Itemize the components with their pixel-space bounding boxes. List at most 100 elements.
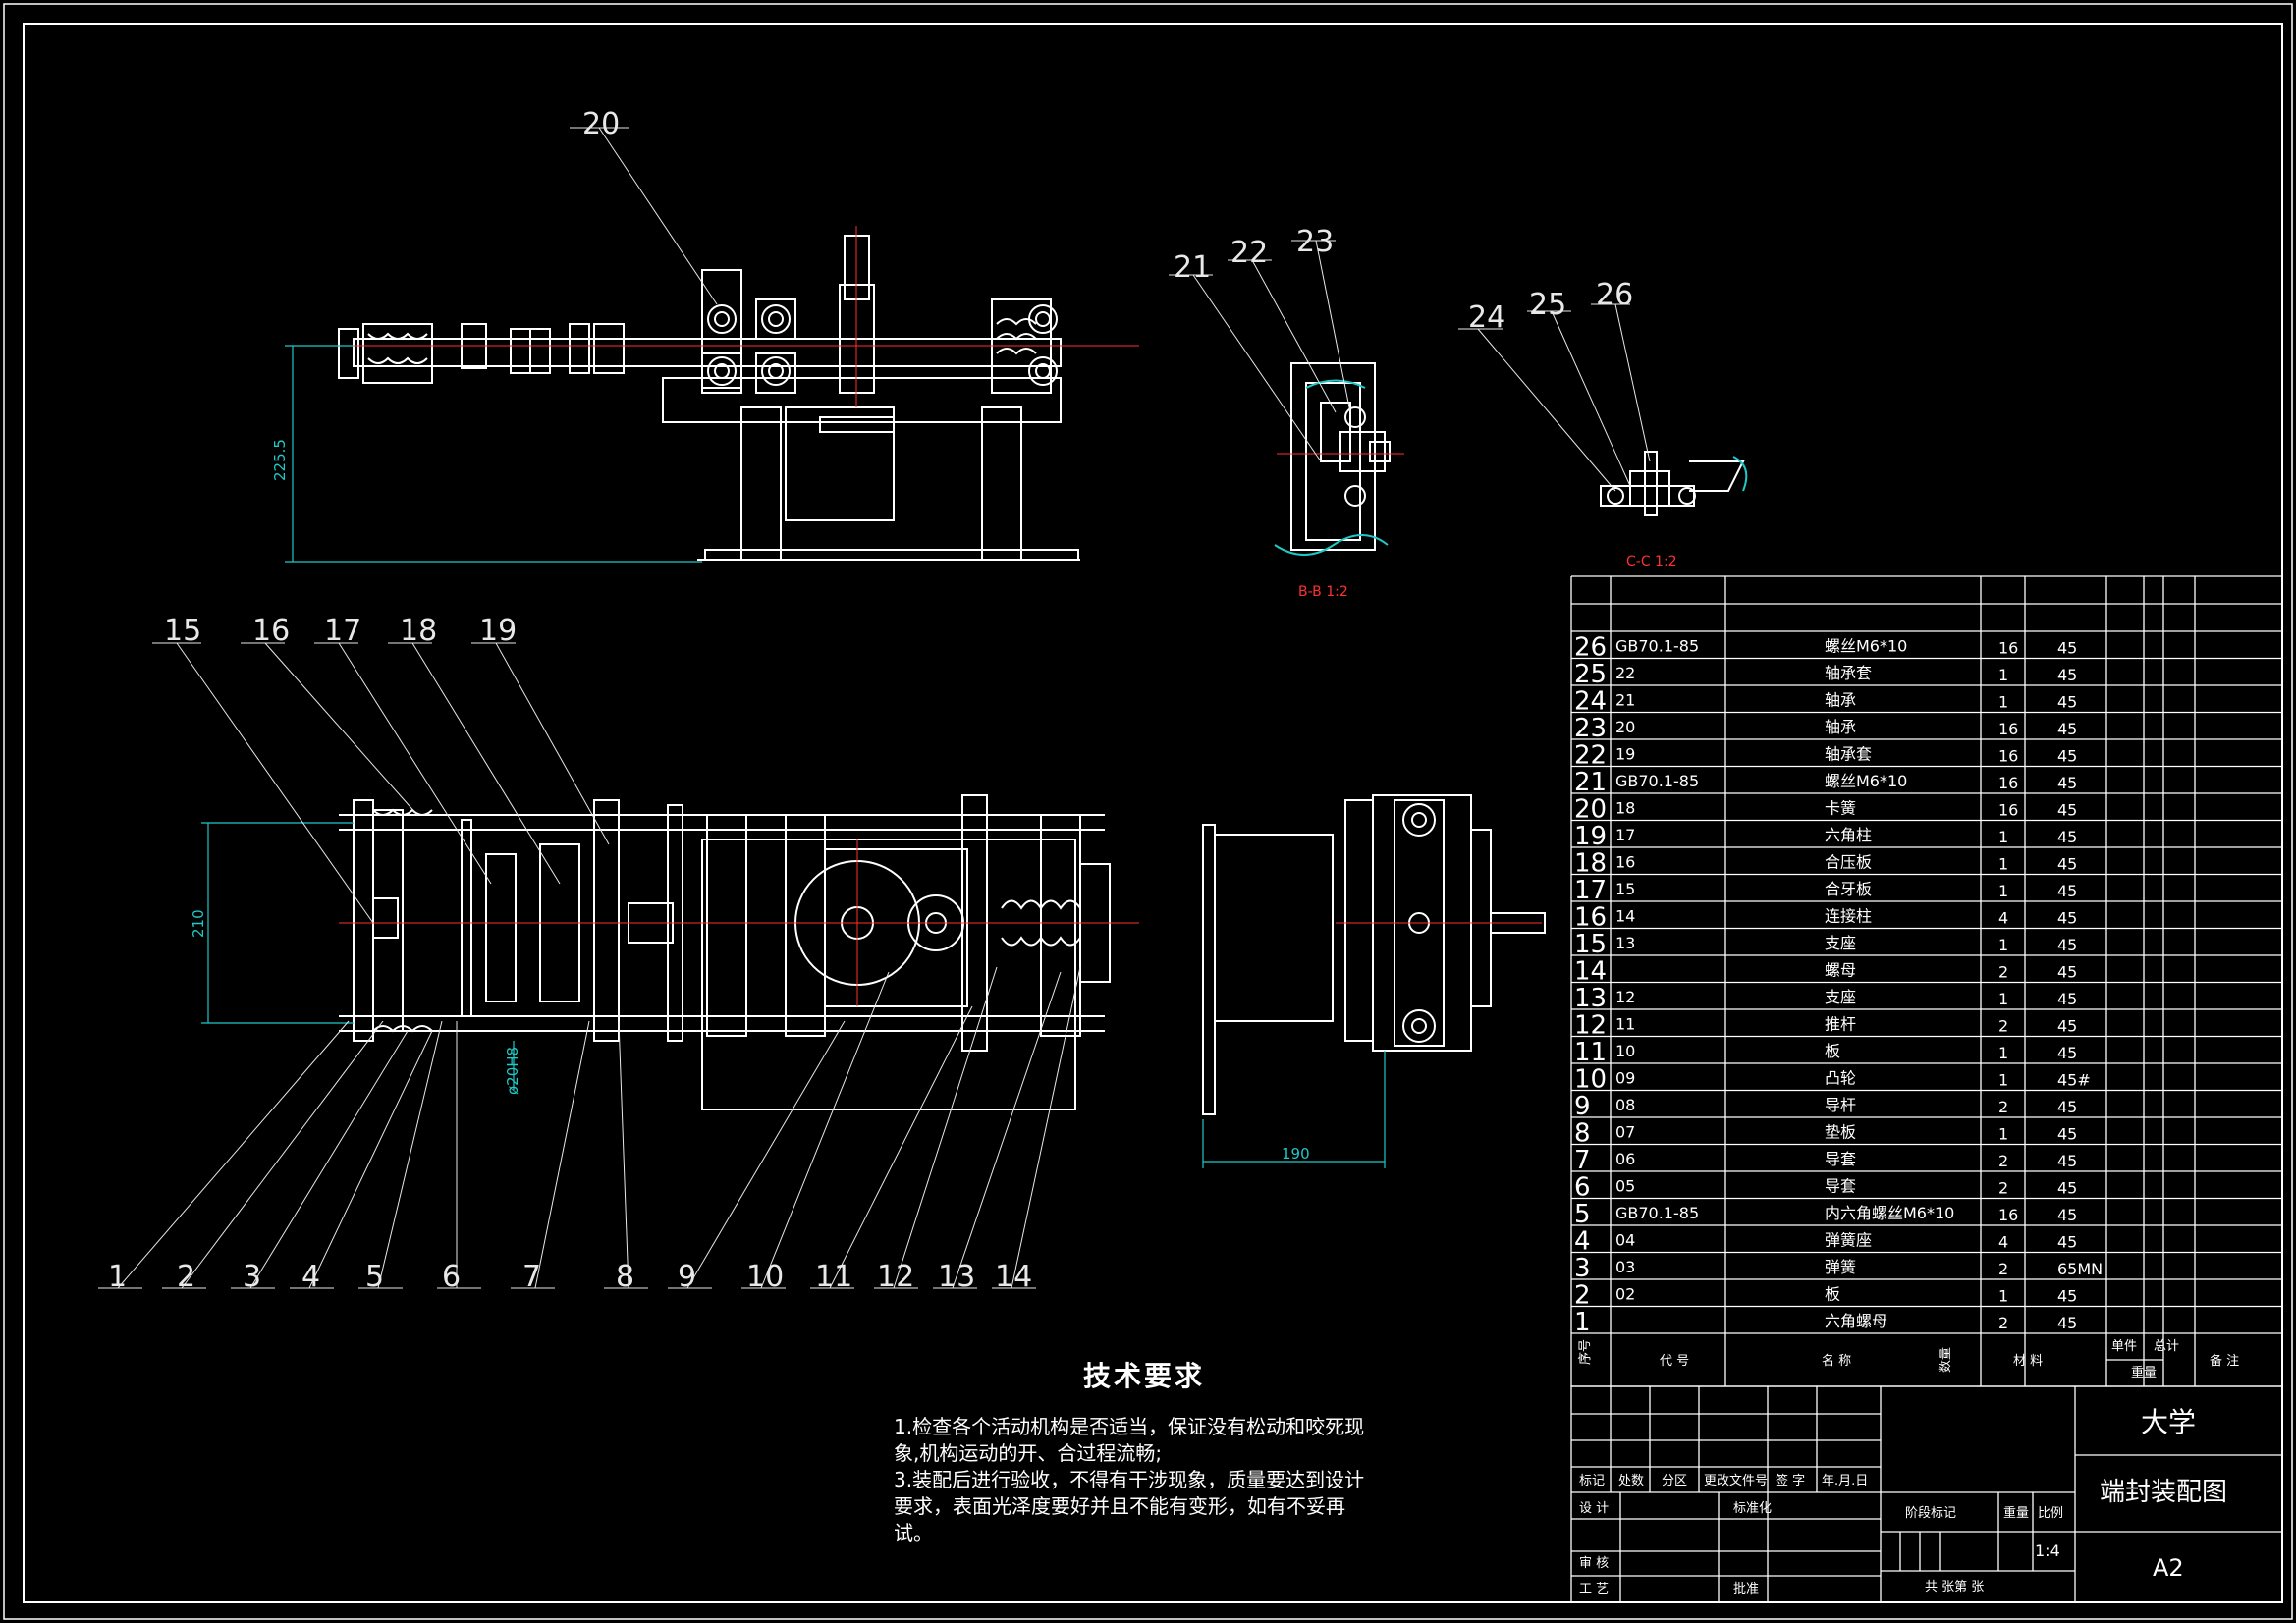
row-number: 17 xyxy=(1574,876,1607,905)
part-label-3: 3 xyxy=(243,1260,261,1294)
rev-label-zone: 分区 xyxy=(1662,1474,1687,1488)
part-label-20: 20 xyxy=(582,107,620,141)
row-code: 06 xyxy=(1615,1150,1635,1168)
row-name: 支座 xyxy=(1825,988,1856,1006)
row-number: 14 xyxy=(1574,957,1607,987)
row-name: 卡簧 xyxy=(1825,799,1856,818)
row-code: GB70.1-85 xyxy=(1615,637,1699,656)
row-code: 20 xyxy=(1615,718,1635,736)
sign-label-design: 设 计 xyxy=(1579,1501,1609,1516)
row-quantity: 2 xyxy=(1998,1017,2008,1036)
row-quantity: 1 xyxy=(1998,693,2008,712)
row-name: 导套 xyxy=(1825,1150,1856,1168)
row-name: 凸轮 xyxy=(1825,1069,1856,1088)
section-cc-label: C-C 1:2 xyxy=(1626,554,1677,569)
row-quantity: 4 xyxy=(1998,909,2008,928)
sign-label-process: 工 艺 xyxy=(1579,1582,1609,1596)
row-code: 19 xyxy=(1615,745,1635,764)
row-code: 10 xyxy=(1615,1042,1635,1060)
scale-label: 比例 xyxy=(2038,1506,2063,1521)
row-material: 45# xyxy=(2057,1071,2091,1090)
row-number: 15 xyxy=(1574,930,1607,959)
outer-border xyxy=(3,3,2293,1620)
header-weight: 重量 xyxy=(2131,1365,2157,1380)
row-number: 16 xyxy=(1574,903,1607,933)
row-name: 连接柱 xyxy=(1825,907,1872,926)
tech-requirement-line: 要求，表面光泽度要好并且不能有变形，如有不妥再 xyxy=(894,1494,1345,1518)
part-label-23: 23 xyxy=(1296,225,1334,259)
row-code: 08 xyxy=(1615,1096,1635,1114)
row-number: 26 xyxy=(1574,633,1607,663)
row-quantity: 16 xyxy=(1998,801,2018,820)
row-material: 45 xyxy=(2057,666,2077,684)
row-code: GB70.1-85 xyxy=(1615,772,1699,790)
sheets-label: 共 张第 张 xyxy=(1925,1580,1984,1595)
part-label-17: 17 xyxy=(324,614,361,648)
rev-label-sign: 签 字 xyxy=(1776,1473,1805,1488)
rev-label-date: 年.月.日 xyxy=(1822,1474,1868,1488)
row-material: 45 xyxy=(2057,1017,2077,1036)
row-quantity: 1 xyxy=(1998,990,2008,1008)
row-name: 板 xyxy=(1825,1285,1840,1304)
row-material: 45 xyxy=(2057,963,2077,982)
row-number: 1 xyxy=(1574,1308,1591,1337)
row-material: 45 xyxy=(2057,909,2077,928)
row-material: 45 xyxy=(2057,828,2077,846)
row-name: 轴承 xyxy=(1825,718,1856,736)
row-material: 45 xyxy=(2057,855,2077,874)
row-name: 板 xyxy=(1825,1042,1840,1060)
row-material: 45 xyxy=(2057,747,2077,766)
row-quantity: 16 xyxy=(1998,1206,2018,1224)
part-label-1: 1 xyxy=(108,1260,127,1294)
row-number: 5 xyxy=(1574,1200,1591,1229)
row-number: 2 xyxy=(1574,1281,1591,1311)
row-name: 弹簧座 xyxy=(1825,1231,1872,1250)
row-number: 21 xyxy=(1574,768,1607,797)
row-number: 10 xyxy=(1574,1065,1607,1095)
row-number: 23 xyxy=(1574,714,1607,743)
header-material: 材 料 xyxy=(2013,1354,2043,1369)
row-quantity: 16 xyxy=(1998,720,2018,738)
dimension-depth: 190 xyxy=(1282,1145,1310,1163)
row-quantity: 1 xyxy=(1998,666,2008,684)
row-number: 4 xyxy=(1574,1227,1591,1257)
section-bb-view xyxy=(1274,362,1391,556)
tech-requirement-line: 象,机构运动的开、合过程流畅; xyxy=(894,1441,1163,1465)
row-code: 02 xyxy=(1615,1285,1635,1304)
row-quantity: 1 xyxy=(1998,1287,2008,1306)
row-quantity: 16 xyxy=(1998,774,2018,792)
title-block: 标记 处数 分区 更改文件号 签 字 年.月.日 设 计 标准化 审 核 工 艺… xyxy=(1570,1385,2283,1603)
row-code: 05 xyxy=(1615,1177,1635,1196)
row-material: 45 xyxy=(2057,720,2077,738)
part-label-25: 25 xyxy=(1529,288,1566,322)
dimension-width: 210 xyxy=(190,909,207,938)
part-label-16: 16 xyxy=(252,614,290,648)
row-name: 轴承 xyxy=(1825,691,1856,710)
part-label-8: 8 xyxy=(616,1260,634,1294)
row-number: 12 xyxy=(1574,1011,1607,1041)
row-number: 20 xyxy=(1574,795,1607,825)
row-material: 45 xyxy=(2057,693,2077,712)
row-code: 13 xyxy=(1615,934,1635,952)
part-label-26: 26 xyxy=(1596,278,1633,312)
row-name: 螺丝M6*10 xyxy=(1825,772,1907,790)
row-name: 螺丝M6*10 xyxy=(1825,637,1907,656)
row-number: 24 xyxy=(1574,687,1607,717)
row-code: 09 xyxy=(1615,1069,1635,1088)
part-label-7: 7 xyxy=(522,1260,541,1294)
technical-requirements: 技术要求 1.检查各个活动机构是否适当，保证没有松动和咬死现 象,机构运动的开、… xyxy=(894,1355,1394,1546)
part-label-13: 13 xyxy=(938,1260,975,1294)
parts-table-grid xyxy=(1570,575,2283,1387)
row-number: 25 xyxy=(1574,660,1607,689)
row-code: 16 xyxy=(1615,853,1635,872)
plan-view xyxy=(339,794,1111,1110)
row-code: 22 xyxy=(1615,664,1635,682)
row-quantity: 1 xyxy=(1998,1071,2008,1090)
row-number: 18 xyxy=(1574,849,1607,879)
rev-label-mark: 标记 xyxy=(1579,1474,1605,1488)
row-material: 45 xyxy=(2057,639,2077,658)
row-name: 合压板 xyxy=(1825,853,1872,872)
row-material: 45 xyxy=(2057,1125,2077,1144)
row-number: 9 xyxy=(1574,1092,1591,1121)
